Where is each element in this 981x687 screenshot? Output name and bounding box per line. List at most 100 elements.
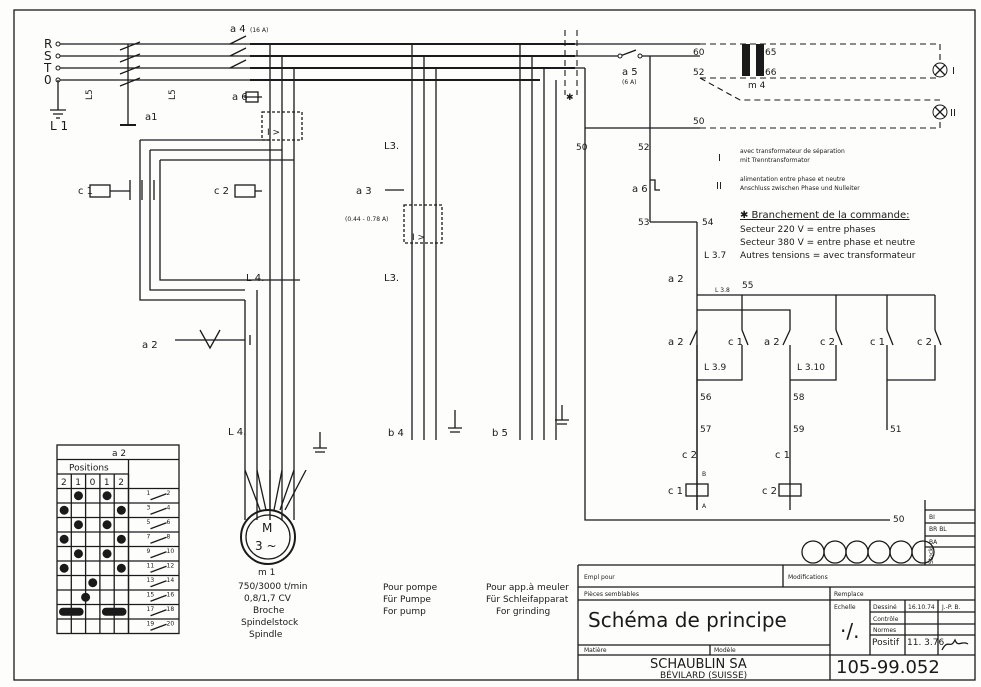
closed-dot bbox=[59, 534, 69, 544]
terminal-50: 50 bbox=[693, 117, 705, 127]
spindle-branch bbox=[89, 44, 303, 520]
note-I-symbol: I bbox=[718, 153, 721, 164]
title-block bbox=[577, 564, 975, 680]
contact-symbol bbox=[150, 594, 167, 602]
L4-top-label: L 4. bbox=[246, 273, 264, 284]
position-column-label: 1 bbox=[104, 478, 110, 488]
L3-7-label: L 3.7 bbox=[704, 251, 726, 261]
L3-top-label: L3. bbox=[384, 141, 399, 152]
closed-dot bbox=[102, 549, 112, 559]
drawing-frame bbox=[13, 9, 976, 681]
contact-number: 6 bbox=[167, 519, 171, 526]
L3-8-label: L 3.8 bbox=[715, 287, 730, 294]
signature bbox=[941, 638, 969, 651]
a5-label: a 5 bbox=[622, 67, 638, 78]
tb-pieces-semblables: Pièces semblables bbox=[584, 591, 639, 598]
L3-mid-label: L3. bbox=[384, 273, 399, 284]
contact-symbol bbox=[150, 522, 167, 530]
a2-selector-label: a 2 bbox=[142, 340, 158, 351]
tb-location: BÉVILARD (SUISSE) bbox=[660, 669, 747, 681]
contact-symbol bbox=[150, 565, 167, 573]
phase-R-label: R bbox=[44, 37, 52, 51]
contact-number: 3 bbox=[147, 504, 151, 511]
L5-left-label: L5 bbox=[85, 89, 95, 100]
contact-number: 4 bbox=[167, 504, 171, 511]
tb-remplace: Remplace bbox=[834, 591, 864, 598]
tb-drawing-number: 105-99.052 bbox=[836, 657, 940, 678]
grinder-en: For grinding bbox=[496, 607, 550, 617]
motor-fr: Broche bbox=[253, 606, 285, 616]
contact-symbol bbox=[150, 493, 167, 501]
table-header: Positions bbox=[69, 464, 109, 474]
tb-controle: Contrôle bbox=[873, 616, 899, 623]
contact-number: 19 bbox=[147, 620, 155, 627]
c1-contact-1: c 1 bbox=[728, 337, 743, 348]
contact-number: 18 bbox=[167, 606, 175, 613]
a3-label: a 3 bbox=[356, 186, 372, 197]
note-II-symbol: II bbox=[716, 181, 722, 192]
stock-BR-BL: BR BL bbox=[929, 526, 947, 533]
closed-dot bbox=[59, 563, 69, 573]
main-buses bbox=[50, 30, 700, 126]
terminal-55: 55 bbox=[742, 281, 753, 291]
contact-number: 7 bbox=[147, 533, 151, 540]
a2-ladder-2: a 2 bbox=[668, 337, 684, 348]
a6-right-label: a 6 bbox=[632, 184, 648, 195]
terminal-52b: 52 bbox=[638, 143, 649, 153]
motor-de: Spindelstock bbox=[241, 618, 299, 628]
c1-contact-2: c 1 bbox=[870, 337, 885, 348]
closed-dot bbox=[59, 505, 69, 515]
note-line-2: Secteur 380 V = entre phase et neutre bbox=[740, 238, 916, 248]
motor-speed: 750/3000 t/min bbox=[238, 582, 308, 592]
tb-positif-date: 11. 3.76 bbox=[907, 638, 944, 648]
grinder-fr: Pour app.à meuler bbox=[486, 583, 569, 593]
stock-BA: BA bbox=[929, 539, 938, 546]
lamp-I-label: I bbox=[952, 66, 955, 77]
a3-range: (0.44 - 0.78 A) bbox=[345, 216, 388, 223]
transformer-m4: m 4 bbox=[748, 81, 766, 91]
terminal-51: 51 bbox=[890, 425, 901, 435]
contact-number: 16 bbox=[167, 591, 175, 598]
coil-c1-label: c 1 bbox=[668, 486, 683, 497]
motor-phase: 3 ~ bbox=[255, 539, 277, 553]
motor-name: m 1 bbox=[258, 568, 275, 578]
terminal-66: 66 bbox=[765, 68, 777, 78]
table-border bbox=[56, 444, 180, 635]
L1-earth-label: L 1 bbox=[50, 119, 68, 133]
tb-matiere: Matière bbox=[584, 647, 607, 654]
pump-en: For pump bbox=[383, 607, 426, 617]
c2-contact-2: c 2 bbox=[917, 337, 932, 348]
contact-number: 13 bbox=[147, 577, 155, 584]
c2-contact-1: c 2 bbox=[820, 337, 835, 348]
star-marker: ✱ bbox=[566, 93, 574, 103]
closed-bar bbox=[59, 607, 84, 616]
tb-title: Schéma de principe bbox=[588, 608, 787, 632]
pump-de: Für Pumpe bbox=[383, 595, 431, 605]
terminal-53: 53 bbox=[638, 218, 649, 228]
note-I-fr: avec transformateur de séparation bbox=[740, 148, 845, 155]
L5-right-label: L5 bbox=[168, 89, 178, 100]
stock-block bbox=[801, 500, 975, 565]
a5-rating: (6 A) bbox=[622, 79, 637, 86]
terminal-58: 58 bbox=[793, 393, 805, 403]
tb-normes: Normes bbox=[873, 627, 896, 634]
tb-positif: Positif bbox=[872, 638, 900, 648]
closed-bar bbox=[101, 607, 127, 616]
tb-scale: ·/. bbox=[840, 619, 859, 643]
a2-ladder-3: a 2 bbox=[764, 337, 780, 348]
contact-symbol bbox=[150, 623, 167, 631]
table-title: a 2 bbox=[112, 449, 126, 459]
contact-number: 11 bbox=[147, 562, 155, 569]
note-II-fr: alimentation entre phase et neutre bbox=[740, 176, 846, 183]
pump-fr: Pour pompe bbox=[383, 583, 438, 593]
tb-echelle: Echelle bbox=[834, 604, 856, 611]
stock-label: Stock bbox=[928, 547, 935, 564]
terminal-54: 54 bbox=[702, 218, 714, 228]
closed-dot bbox=[116, 505, 126, 515]
closed-dot bbox=[116, 534, 126, 544]
stock-BI: BI bbox=[929, 514, 935, 521]
closed-dot bbox=[88, 578, 98, 588]
contact-number: 12 bbox=[167, 562, 175, 569]
